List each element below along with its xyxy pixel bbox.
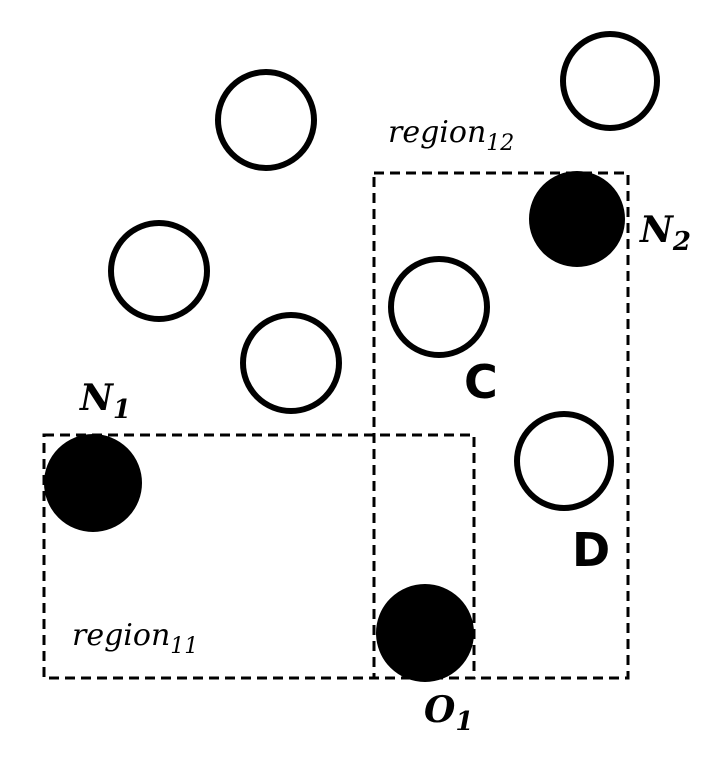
open-circle-c — [388, 256, 490, 358]
filled-circle-o1 — [376, 584, 474, 682]
n2-label: N2 — [639, 209, 691, 257]
open-circle-top-right — [560, 31, 660, 131]
open-circle-top-center — [215, 69, 317, 171]
filled-circle-n1 — [44, 434, 142, 532]
open-circle-center — [240, 312, 342, 414]
n1-label: N1 — [79, 377, 131, 425]
d-label: D — [572, 523, 610, 577]
open-circle-d — [514, 411, 614, 511]
open-circle-left — [108, 220, 210, 322]
region-11-label: region11 — [72, 618, 198, 659]
filled-circle-n2 — [529, 171, 625, 267]
region-11-box — [42, 433, 476, 680]
c-label: C — [464, 355, 498, 409]
region-12-label: region12 — [388, 115, 514, 156]
region-12-box — [372, 171, 630, 680]
o1-label: O1 — [424, 689, 473, 737]
